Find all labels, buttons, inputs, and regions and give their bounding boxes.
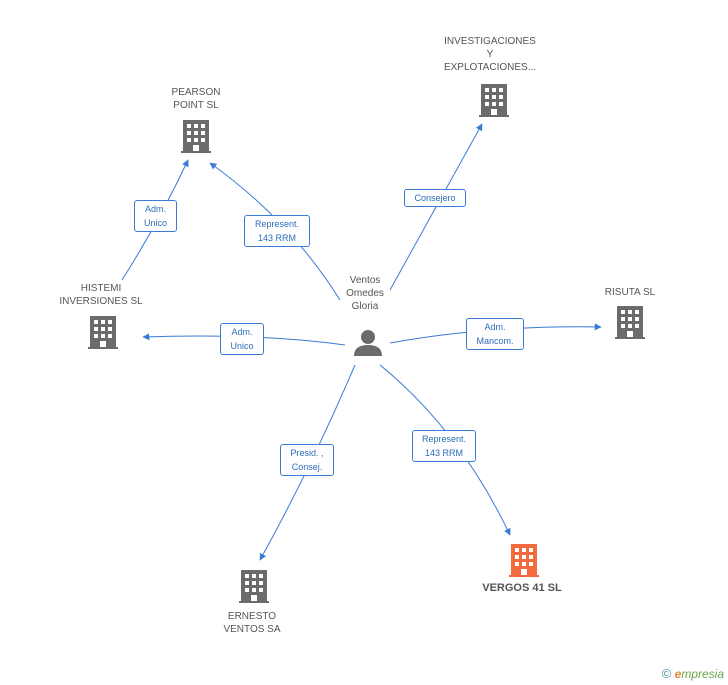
person-icon[interactable] bbox=[354, 330, 382, 356]
relation-line: Represent. bbox=[421, 434, 467, 444]
company-label-risuta[interactable]: RISUTA SL bbox=[592, 286, 668, 299]
name-line: RISUTA SL bbox=[604, 287, 656, 298]
name-line: HISTEMI bbox=[80, 283, 122, 294]
relation-line: Adm. bbox=[484, 322, 506, 332]
building-icon-risuta[interactable] bbox=[615, 306, 645, 339]
building-icon-vergos[interactable] bbox=[509, 544, 539, 577]
relation-line: Unico bbox=[143, 218, 167, 228]
relation-label-center-histemi: Adm. Unico bbox=[220, 323, 264, 355]
relation-line: Consejero bbox=[414, 193, 456, 203]
brand-rest: mpresia bbox=[681, 667, 724, 681]
relation-label-center-vergos: Represent. 143 RRM bbox=[412, 430, 476, 462]
company-label-pearson[interactable]: PEARSON POINT SL bbox=[154, 86, 238, 112]
brand-initial: e bbox=[674, 667, 682, 681]
relation-line: Consej. bbox=[291, 462, 323, 472]
relation-label-center-ernesto: Presid. , Consej. bbox=[280, 444, 334, 476]
relation-label-histemi-pearson: Adm. Unico bbox=[134, 200, 177, 232]
name-line: Omedes bbox=[346, 288, 384, 299]
relation-label-center-investigaciones: Consejero bbox=[404, 189, 466, 207]
company-label-vergos[interactable]: VERGOS 41 SL bbox=[472, 582, 572, 595]
name-line: POINT SL bbox=[173, 100, 219, 111]
building-icon-ernesto[interactable] bbox=[239, 570, 269, 603]
name-line: VERGOS 41 SL bbox=[482, 582, 562, 594]
name-line: ERNESTO bbox=[227, 611, 277, 622]
relation-line: Presid. , bbox=[290, 448, 324, 458]
relation-line: 143 RRM bbox=[424, 448, 463, 458]
name-line: Y bbox=[486, 49, 494, 60]
name-line: INVERSIONES SL bbox=[59, 296, 143, 307]
edges bbox=[121, 123, 602, 561]
empresia-watermark: © empresia bbox=[662, 666, 724, 681]
name-line: Ventos bbox=[349, 275, 381, 286]
building-icon-histemi[interactable] bbox=[88, 316, 118, 349]
building-icon-pearson[interactable] bbox=[181, 120, 211, 153]
relation-line: Adm. bbox=[144, 204, 166, 214]
building-icon-investigaciones[interactable] bbox=[479, 84, 509, 117]
copyright-icon: © bbox=[661, 666, 672, 681]
relation-line: Mancom. bbox=[476, 336, 514, 346]
edge-center-investigaciones bbox=[389, 123, 483, 291]
company-label-ernesto[interactable]: ERNESTO VENTOS SA bbox=[212, 610, 292, 636]
company-label-investigaciones[interactable]: INVESTIGACIONES Y EXPLOTACIONES... bbox=[434, 35, 546, 74]
name-line: PEARSON bbox=[171, 87, 221, 98]
company-label-histemi[interactable]: HISTEMI INVERSIONES SL bbox=[52, 282, 150, 308]
brand-logo: empresia bbox=[675, 667, 724, 681]
center-person-name[interactable]: Ventos Omedes Gloria bbox=[332, 274, 398, 313]
relation-line: Unico bbox=[230, 341, 254, 351]
relation-line: Adm. bbox=[231, 327, 253, 337]
name-line: VENTOS SA bbox=[223, 624, 281, 635]
name-line: Gloria bbox=[351, 301, 379, 312]
name-line: INVESTIGACIONES bbox=[444, 36, 536, 47]
relation-label-center-pearson: Represent. 143 RRM bbox=[244, 215, 310, 247]
name-line: EXPLOTACIONES... bbox=[443, 62, 537, 73]
relation-line: 143 RRM bbox=[257, 233, 296, 243]
relation-label-center-risuta: Adm. Mancom. bbox=[466, 318, 524, 350]
relation-line: Represent. bbox=[254, 219, 300, 229]
